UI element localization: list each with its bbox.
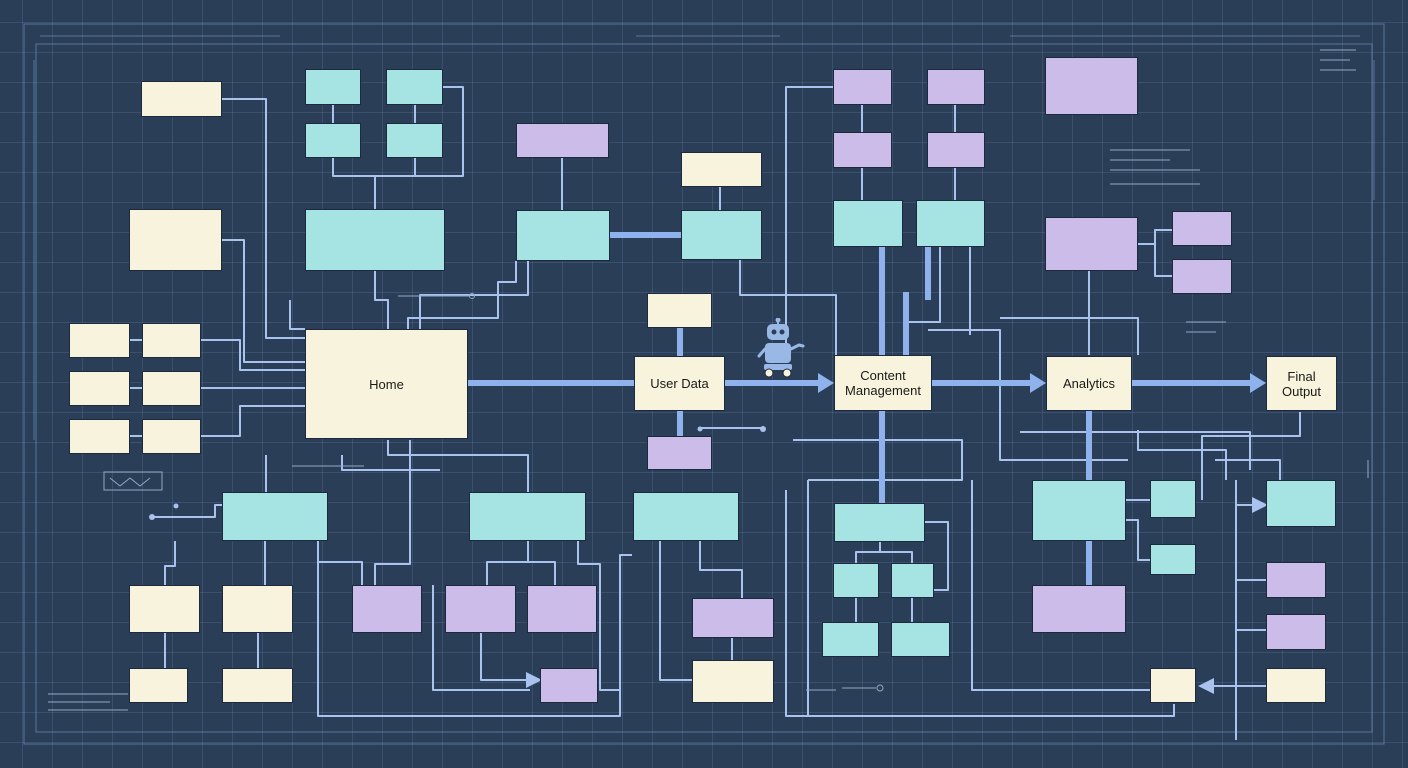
node-content-management: Content Management (834, 355, 932, 411)
node-cyan (305, 123, 361, 158)
node-cream (647, 293, 712, 328)
node-purple (1172, 211, 1232, 246)
node-cream (129, 209, 222, 271)
node-purple (1266, 614, 1326, 650)
node-cyan (516, 210, 610, 261)
node-purple (692, 598, 774, 638)
node-purple (833, 132, 892, 168)
node-purple (540, 668, 598, 703)
node-purple (833, 69, 892, 105)
node-cream (692, 660, 774, 703)
node-cyan (834, 503, 925, 542)
node-cream (222, 585, 293, 633)
node-home-label: Home (369, 376, 404, 392)
node-purple (647, 436, 712, 470)
node-cyan (633, 492, 739, 541)
node-cyan (1032, 480, 1126, 541)
node-cyan (386, 123, 443, 158)
node-cyan (305, 69, 361, 105)
node-final-output-label: Final Output (1281, 368, 1322, 399)
node-cream (1266, 668, 1326, 703)
node-cream (69, 371, 130, 406)
node-cream (142, 323, 201, 358)
node-cyan (386, 69, 443, 105)
node-cyan (1266, 480, 1336, 527)
node-cyan (891, 622, 950, 657)
node-cyan (1150, 544, 1196, 575)
node-cyan (305, 209, 445, 271)
node-cyan (891, 563, 934, 598)
node-content-management-label: Content Management (845, 368, 921, 398)
node-cyan (222, 492, 328, 541)
node-purple (1172, 259, 1232, 294)
node-purple (1032, 585, 1126, 633)
node-cyan (916, 200, 985, 247)
node-purple (1045, 217, 1138, 271)
node-purple (927, 132, 985, 168)
node-cream (681, 152, 762, 187)
node-purple (516, 123, 609, 158)
node-purple (1266, 562, 1326, 598)
node-cyan (681, 210, 762, 260)
node-analytics: Analytics (1046, 356, 1132, 411)
node-cyan (833, 563, 879, 598)
node-cream (69, 419, 130, 454)
node-cream (222, 668, 293, 703)
node-user-data-label: User Data (650, 376, 709, 391)
node-cream (129, 668, 188, 703)
node-purple (445, 585, 516, 633)
node-cream (129, 585, 200, 633)
node-cream (69, 323, 130, 358)
node-purple (1045, 57, 1138, 115)
node-cream (1150, 668, 1196, 703)
node-cyan (833, 200, 903, 247)
node-cyan (1150, 480, 1196, 518)
node-home: Home (305, 329, 468, 439)
node-cream (142, 371, 201, 406)
node-cream (141, 81, 222, 117)
node-cyan (469, 492, 586, 541)
node-user-data: User Data (634, 356, 725, 411)
robot-icon (757, 318, 805, 378)
node-purple (352, 585, 422, 633)
node-analytics-label: Analytics (1062, 376, 1116, 391)
node-final-output: Final Output (1266, 356, 1337, 411)
node-cyan (822, 622, 879, 657)
node-purple (527, 585, 597, 633)
node-cream (142, 419, 201, 454)
node-purple (927, 69, 985, 105)
